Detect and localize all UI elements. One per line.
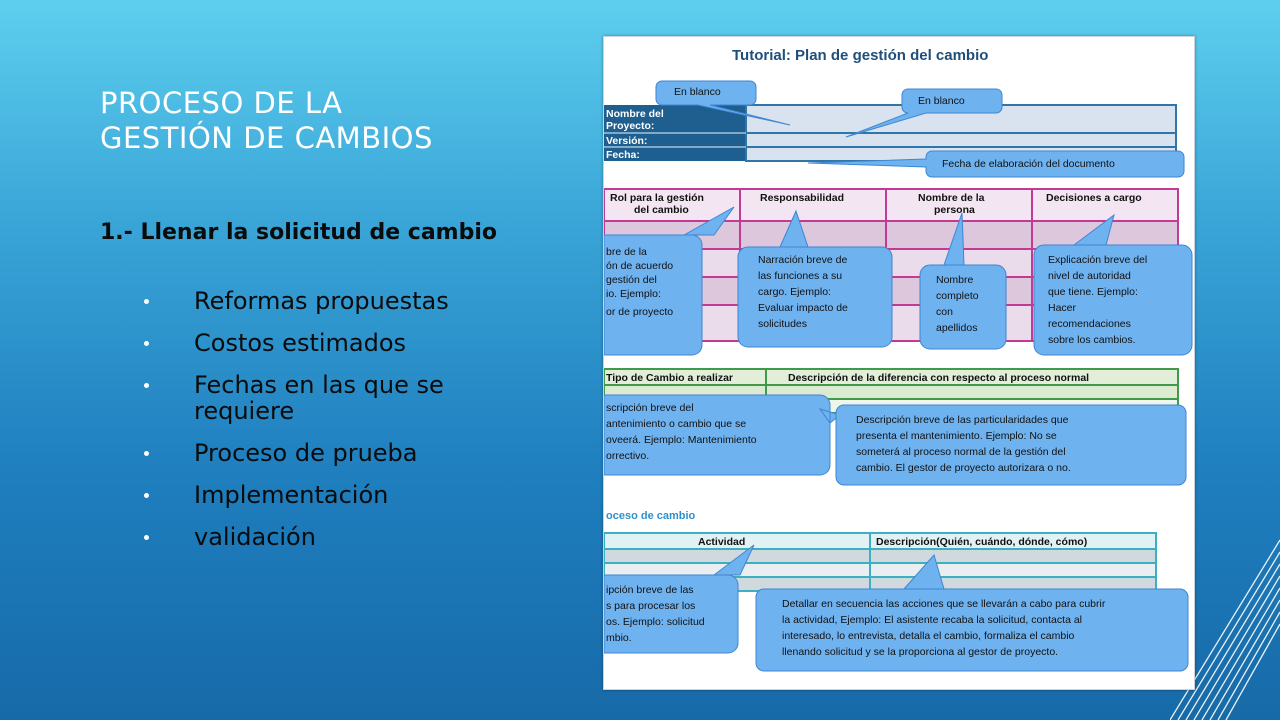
bullet-item: Proceso de prueba <box>140 440 510 466</box>
roles-header-decisiones: Decisiones a cargo <box>1046 192 1142 204</box>
svg-text:or de proyecto: or de proyecto <box>606 306 673 318</box>
svg-text:ón de acuerdo: ón de acuerdo <box>606 260 673 272</box>
bullet-dot-icon <box>144 493 149 498</box>
svg-text:con: con <box>936 306 953 318</box>
process-header-actividad: Actividad <box>698 536 745 548</box>
header-label-proyecto: Proyecto: <box>606 120 654 132</box>
bullet-dot-icon <box>144 451 149 456</box>
bullet-list: Reformas propuestas Costos estimados Fec… <box>140 288 510 566</box>
svg-text:las funciones a su: las funciones a su <box>758 270 842 282</box>
decorative-lines <box>1170 539 1280 720</box>
svg-text:recomendaciones: recomendaciones <box>1048 318 1131 330</box>
bullet-item: validación <box>140 524 510 550</box>
bullet-dot-icon <box>144 299 149 304</box>
roles-header-rol-1: Rol para la gestión <box>610 192 704 204</box>
callout-en-blanco-2: En blanco <box>845 88 1003 138</box>
bullet-item: Fechas en las que se requiere <box>140 372 510 424</box>
process-section-title: oceso de cambio <box>606 510 696 522</box>
bubble-descripcion-proceso: Detallar en secuencia las acciones que s… <box>755 553 1189 672</box>
svg-text:cargo. Ejemplo:: cargo. Ejemplo: <box>758 286 831 298</box>
bullet-text: validación <box>194 523 316 551</box>
svg-text:scripción breve del: scripción breve del <box>606 402 694 414</box>
bubble-rol: bre de la ón de acuerdo gestión del io. … <box>604 206 735 356</box>
svg-text:mbio.: mbio. <box>606 632 632 644</box>
svg-text:Narración breve de: Narración breve de <box>758 254 847 266</box>
bullet-text: Reformas propuestas <box>194 287 449 315</box>
process-header-descripcion: Descripción(Quién, cuándo, dónde, cómo) <box>876 536 1087 548</box>
svg-text:presenta el mantenimiento. Eje: presenta el mantenimiento. Ejemplo: No s… <box>856 430 1057 442</box>
svg-text:oveerá. Ejemplo: Mantenimiento: oveerá. Ejemplo: Mantenimiento <box>606 434 757 446</box>
callout-en-blanco-1: En blanco <box>655 80 791 126</box>
svg-text:que tiene. Ejemplo:: que tiene. Ejemplo: <box>1048 286 1138 298</box>
process-table: Actividad Descripción(Quién, cuándo, dón… <box>604 532 1157 592</box>
callout-text: Fecha de elaboración del documento <box>942 158 1115 170</box>
svg-text:apellidos: apellidos <box>936 322 977 334</box>
tutorial-diagram: Nombre del Proyecto: Versión: Fecha: En … <box>604 80 1193 672</box>
callout-fecha: Fecha de elaboración del documento <box>807 150 1185 178</box>
svg-text:sobre los cambios.: sobre los cambios. <box>1048 334 1136 346</box>
tutorial-figure: Tutorial: Plan de gestión del cambio Nom… <box>603 36 1195 690</box>
slide-title-line-2: GESTIÓN DE CAMBIOS <box>100 121 433 155</box>
svg-text:llenando solicitud y se la pro: llenando solicitud y se la proporciona a… <box>782 646 1058 658</box>
bubble-tipo: scripción breve del antenimiento o cambi… <box>604 394 842 476</box>
roles-header-nombre-1: Nombre de la <box>918 192 985 204</box>
svg-text:interesado, lo entrevista, det: interesado, lo entrevista, detalla el ca… <box>782 630 1075 642</box>
svg-text:Detallar en secuencia las ac: Detallar en secuencia las acciones que s… <box>782 598 1106 610</box>
svg-text:orrectivo.: orrectivo. <box>606 450 649 462</box>
bullet-dot-icon <box>144 383 149 388</box>
bullet-text: Fechas en las que se requiere <box>194 371 444 425</box>
bubble-actividad: ipción breve de las s para procesar los … <box>604 544 755 654</box>
roles-header-rol-2: del cambio <box>634 204 689 216</box>
svg-text:os. Ejemplo: solicitud: os. Ejemplo: solicitud <box>606 616 705 628</box>
svg-text:Descripción breve de las parti: Descripción breve de las particularidade… <box>856 414 1069 426</box>
svg-text:Nombre: Nombre <box>936 274 974 286</box>
slide-title: PROCESO DE LA GESTIÓN DE CAMBIOS <box>100 86 520 156</box>
bullet-dot-icon <box>144 341 149 346</box>
bullet-text: Implementación <box>194 481 389 509</box>
svg-text:antenimiento o cambio que se: antenimiento o cambio que se <box>606 418 746 430</box>
bullet-text: Proceso de prueba <box>194 439 418 467</box>
bullet-dot-icon <box>144 535 149 540</box>
svg-text:Explicación breve del: Explicación breve del <box>1048 254 1147 266</box>
svg-text:Hacer: Hacer <box>1048 302 1077 314</box>
header-label-version: Versión: <box>606 135 647 147</box>
bubble-nombre: Nombre completo con apellidos <box>919 212 1007 350</box>
svg-text:Evaluar impacto de: Evaluar impacto de <box>758 302 848 314</box>
svg-text:nivel de autoridad: nivel de autoridad <box>1048 270 1131 282</box>
type-header-tipo: Tipo de Cambio a realizar <box>606 372 733 384</box>
svg-text:cambio. El gestor de proyecto: cambio. El gestor de proyecto autorizara… <box>856 462 1071 474</box>
svg-text:someterá al proceso normal de: someterá al proceso normal de la gestión… <box>856 446 1066 458</box>
type-header-descripcion: Descripción de la diferencia con respect… <box>788 372 1089 384</box>
svg-text:solicitudes: solicitudes <box>758 318 807 330</box>
bullet-item: Implementación <box>140 482 510 508</box>
bullet-item: Reformas propuestas <box>140 288 510 314</box>
svg-text:ipción breve de las: ipción breve de las <box>606 584 694 596</box>
svg-text:la actividad, Ejemplo: El asis: la actividad, Ejemplo: El asistente reca… <box>782 614 1082 626</box>
bubble-decisiones: Explicación breve del nivel de autoridad… <box>1033 213 1193 356</box>
callout-text: En blanco <box>918 95 965 107</box>
svg-text:bre de la: bre de la <box>606 246 647 258</box>
callout-text: En blanco <box>674 86 721 98</box>
bullet-item: Costos estimados <box>140 330 510 356</box>
svg-text:s para procesar los: s para procesar los <box>606 600 695 612</box>
svg-text:gestión del: gestión del <box>606 274 657 286</box>
svg-text:io. Ejemplo:: io. Ejemplo: <box>606 288 661 300</box>
slide-title-line-1: PROCESO DE LA <box>100 86 343 120</box>
svg-text:completo: completo <box>936 290 979 302</box>
bubble-responsabilidad: Narración breve de las funciones a su ca… <box>737 209 893 348</box>
bubble-descripcion-tipo: Descripción breve de las particularidade… <box>835 404 1187 486</box>
roles-header-nombre-2: persona <box>934 204 975 216</box>
bullet-text: Costos estimados <box>194 329 407 357</box>
roles-header-responsabilidad: Responsabilidad <box>760 192 844 204</box>
figure-title: Tutorial: Plan de gestión del cambio <box>732 47 989 64</box>
header-label-nombre: Nombre del <box>606 108 664 120</box>
header-label-fecha: Fecha: <box>606 149 640 161</box>
subheading: 1.- Llenar la solicitud de cambio <box>100 220 497 245</box>
